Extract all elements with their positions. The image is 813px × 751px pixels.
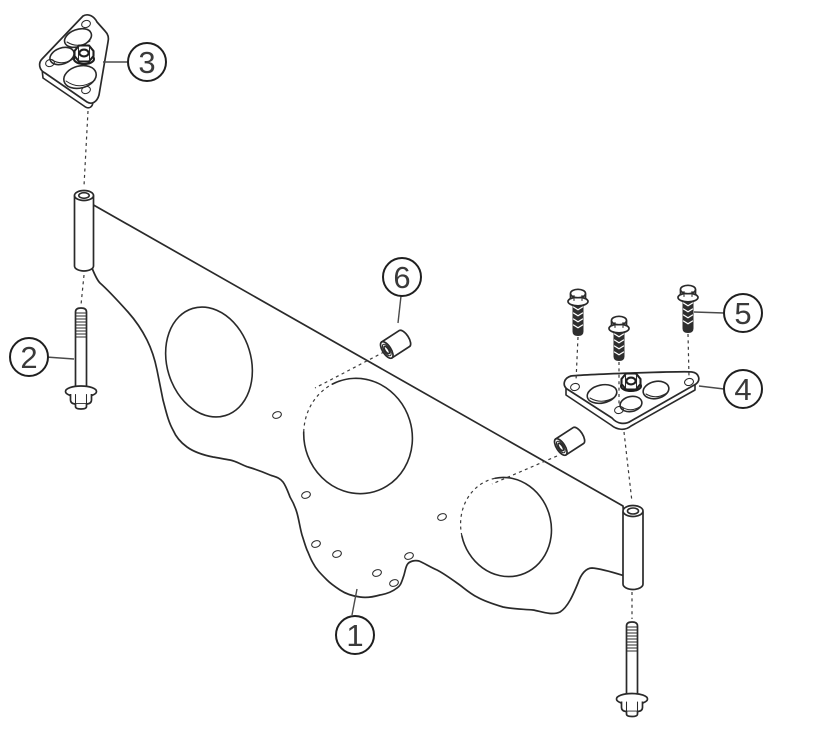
bushing-rim [381,343,392,357]
bushing-bore [383,345,391,355]
callout-balloon [382,257,422,297]
main-plate-outline [89,202,629,615]
assembly-line-right-upper [623,431,633,503]
callout-leader [698,385,725,390]
main-bracket-plate [89,202,629,615]
nut-bore [78,48,90,58]
center-nut [619,372,643,393]
bolt-shaft [74,307,88,391]
hidden-edge-right-hole [459,477,496,537]
callout-balloon [127,42,167,82]
callout-2: 2 [9,337,75,377]
port-hole-right [459,476,553,578]
standoff-bore [626,507,640,515]
threaded-shaft [682,299,694,334]
bolt-threads [75,312,87,338]
corner-hole [570,382,580,392]
standoff-bore [78,191,91,200]
bolt-threads [626,626,638,652]
bolt-shaft [625,621,639,698]
callout-leader [45,356,75,360]
small-flange-bolt-3 [677,284,699,334]
plate-side-face [41,68,95,109]
callout-3: 3 [103,42,167,82]
callout-number: 5 [734,296,751,331]
callout-balloon [335,615,375,655]
standoff-top-face [73,189,95,202]
bushing-face [553,437,568,457]
triangular-flange-plate-upper [38,13,110,109]
corner-hole [81,19,91,29]
large-hole-left [586,383,618,405]
callout-1: 1 [335,588,375,655]
assembly-line-left-lower [80,274,85,306]
corner-hole [684,377,694,387]
standoff-tube-left [73,189,95,272]
bolt-head-top [679,284,697,295]
threaded-shaft [572,303,584,337]
callout-leader [397,295,402,324]
bolt-hex-tip [74,404,88,410]
bolt-hex-tip [625,711,639,718]
small-mounting-holes [272,411,447,587]
callout-number: 4 [734,372,751,407]
callout-leader [693,311,725,314]
callout-4: 4 [698,369,763,409]
bolt-hex [69,394,93,405]
callout-number: 6 [393,260,410,295]
triangular-flange-plate-right [563,370,700,431]
callout-number: 3 [138,45,155,80]
bushing-face [379,340,394,360]
nut-bore [625,376,637,386]
small-flange-bolt-2 [608,315,630,362]
callout-balloon [723,293,763,333]
callout-leader [351,588,358,616]
bolt-alignment-line-1 [575,336,579,382]
callout-balloon [9,337,49,377]
corner-hole [614,405,624,415]
callout-number: 1 [346,618,363,653]
standoff-top-face [622,504,644,518]
bushing-rim [555,440,566,454]
callout-number: 2 [20,340,37,375]
long-flange-bolt-left [64,307,98,410]
small-flange-bolt-1 [567,288,589,337]
callout-6: 6 [382,257,422,324]
large-hole-bottom [63,64,97,90]
bolt-hex [620,701,644,713]
callout-balloon [723,369,763,409]
alignment-line-bushing-2 [491,455,558,485]
large-hole-right [642,380,670,400]
callout-5: 5 [693,293,763,333]
standoff-tube-right [622,504,644,591]
long-flange-bolt-right [615,621,649,718]
counterbore-arcs [589,392,668,411]
hidden-edge-middle-hole [303,383,333,432]
large-hole-bottom [619,395,643,413]
bolt-head-top [569,288,587,299]
spacer-bushing-2 [553,426,586,457]
port-hole-middle [302,377,414,495]
bushing-bore [557,442,565,452]
alignment-line-bushing-1 [314,351,385,389]
port-hole-left [164,306,254,418]
bolt-head-top [610,315,628,326]
center-nut [72,44,96,66]
plate-side-face [565,383,696,431]
assembly-line-left-upper [83,110,89,187]
spacer-bushing-1 [379,329,412,360]
bolt-alignment-line-3 [687,333,690,378]
